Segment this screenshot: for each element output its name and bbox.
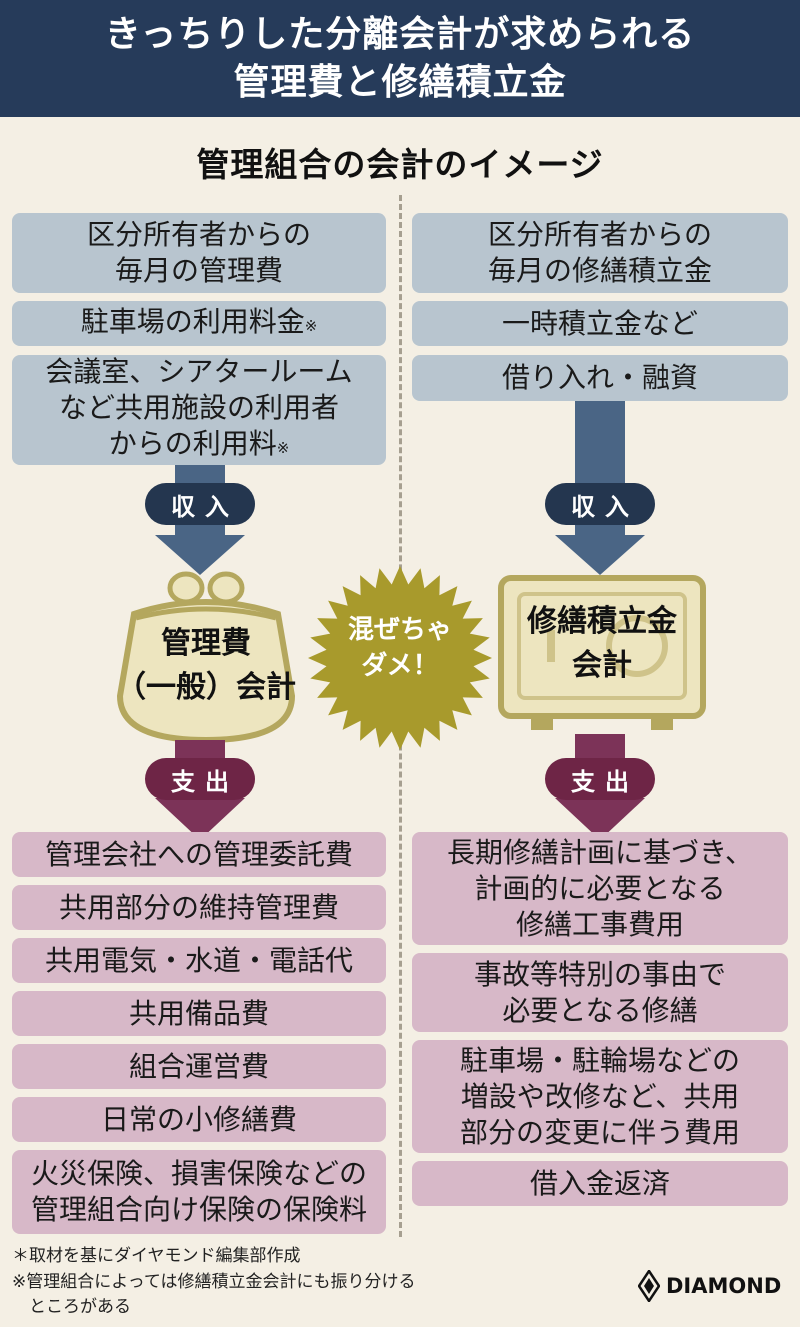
left-account-line2: （一般）会計	[116, 670, 296, 705]
left-income-1-line2: 毎月の管理費	[114, 254, 283, 287]
left-expense-5: 組合運営費	[128, 1049, 269, 1083]
badge-line1: 混ぜちゃ	[347, 615, 452, 645]
allocation-note-line1: ※管理組合によっては修繕積立金会計にも振り分ける	[12, 1272, 416, 1292]
left-expense-2: 共用部分の維持管理費	[58, 890, 339, 924]
right-income-1-line2: 毎月の修繕積立金	[487, 254, 712, 287]
text-line: 火災保険、損害保険などの	[30, 1157, 367, 1190]
right-expense-box: 事故等特別の事由で必要となる修繕	[412, 953, 788, 1032]
text-line: 長期修繕計画に基づき、	[446, 835, 754, 869]
right-account-line2: 会計	[572, 648, 632, 683]
left-expense-box: 日常の小修繕費	[12, 1097, 386, 1142]
left-account-line1: 管理費	[161, 626, 251, 661]
right-income-label: 収入	[545, 483, 655, 525]
left-expense-6: 日常の小修繕費	[100, 1102, 297, 1136]
right-expense-3: 駐車場・駐輪場などの増設や改修など、共用部分の変更に伴う費用	[460, 1043, 740, 1151]
diagram-subtitle: 管理組合の会計のイメージ	[196, 145, 604, 184]
right-expense-box: 借入金返済	[412, 1161, 788, 1206]
header-title-line2: 管理費と修繕積立金	[233, 61, 567, 103]
text-line: 事故等特別の事由で	[473, 957, 726, 991]
badge-line2: ダメ！	[361, 651, 439, 681]
left-income-3-line1: 会議室、シアタールーム	[45, 355, 353, 388]
left-income-box-1: 区分所有者からの 毎月の管理費	[12, 213, 386, 293]
note-mark: ※	[304, 316, 318, 335]
right-income-2-line1: 一時積立金など	[501, 306, 698, 340]
text-line: 駐車場・駐輪場などの	[459, 1043, 740, 1077]
right-income-box-2: 一時積立金など	[412, 301, 788, 346]
left-income-box-2: 駐車場の利用料金※	[12, 301, 386, 346]
right-income-box-1: 区分所有者からの 毎月の修繕積立金	[412, 213, 788, 293]
right-account-label: 修繕積立金 会計	[497, 600, 707, 688]
header-banner: きっちりした分離会計が求められる 管理費と修繕積立金	[0, 0, 800, 117]
text-line: 増設や改修など、共用	[460, 1079, 740, 1113]
warning-star-icon	[308, 566, 492, 750]
source-note: ＊取材を基にダイヤモンド編集部作成	[12, 1246, 301, 1266]
allocation-note-line2: ところがある	[12, 1297, 131, 1317]
right-expense-2: 事故等特別の事由で必要となる修繕	[474, 957, 726, 1029]
right-expense-box: 駐車場・駐輪場などの増設や改修など、共用部分の変更に伴う費用	[412, 1040, 788, 1153]
left-income-2-line1: 駐車場の利用料金	[80, 304, 305, 338]
left-income-1-line1: 区分所有者からの	[86, 218, 311, 251]
left-income-box-3: 会議室、シアタールーム など共用施設の利用者 からの利用料※	[12, 355, 386, 465]
left-expense-box: 組合運営費	[12, 1044, 386, 1089]
left-expense-1: 管理会社への管理委託費	[44, 837, 353, 871]
left-expense-7: 火災保険、損害保険などの管理組合向け保険の保険料	[31, 1156, 367, 1228]
left-expense-box: 火災保険、損害保険などの管理組合向け保険の保険料	[12, 1150, 386, 1234]
left-expense-box: 共用部分の維持管理費	[12, 885, 386, 930]
text-line: 必要となる修繕	[502, 993, 698, 1027]
badge-label: 混ぜちゃ ダメ！	[310, 612, 490, 684]
right-expense-box: 長期修繕計画に基づき、計画的に必要となる修繕工事費用	[412, 832, 788, 945]
right-account-line1: 修繕積立金	[527, 604, 677, 639]
diamond-logo-icon	[638, 1270, 660, 1302]
safe-icon	[498, 575, 706, 730]
right-income-3-line1: 借り入れ・融資	[501, 361, 698, 394]
header-title-line1: きっちりした分離会計が求められる	[104, 13, 696, 55]
left-income-3-line3: からの利用料	[108, 427, 277, 460]
note-mark: ※	[276, 439, 290, 457]
text-line: 計画的に必要となる	[474, 871, 726, 905]
left-income-label: 収入	[145, 483, 255, 525]
left-expense-box: 共用電気・水道・電話代	[12, 938, 386, 983]
left-expense-3: 共用電気・水道・電話代	[44, 943, 353, 977]
left-expense-box: 共用備品費	[12, 991, 386, 1036]
left-account-label: 管理費 （一般）会計	[106, 622, 306, 710]
left-expense-label: 支出	[145, 758, 255, 800]
right-expense-4: 借入金返済	[529, 1166, 670, 1200]
text-line: 修繕工事費用	[515, 907, 684, 941]
purse-icon	[116, 571, 296, 744]
brand-name: DIAMOND	[666, 1274, 782, 1298]
left-income-3-line2: など共用施設の利用者	[58, 391, 339, 424]
left-expense-box: 管理会社への管理委託費	[12, 832, 386, 877]
text-line: 管理組合向け保険の保険料	[30, 1193, 367, 1226]
left-expense-4: 共用備品費	[128, 996, 269, 1030]
brand-logo: DIAMOND	[638, 1268, 788, 1304]
right-income-box-3: 借り入れ・融資	[412, 355, 788, 401]
right-income-1-line1: 区分所有者からの	[487, 218, 712, 251]
right-expense-label: 支出	[545, 758, 655, 800]
right-expense-1: 長期修繕計画に基づき、計画的に必要となる修繕工事費用	[447, 835, 753, 943]
text-line: 部分の変更に伴う費用	[459, 1115, 740, 1149]
